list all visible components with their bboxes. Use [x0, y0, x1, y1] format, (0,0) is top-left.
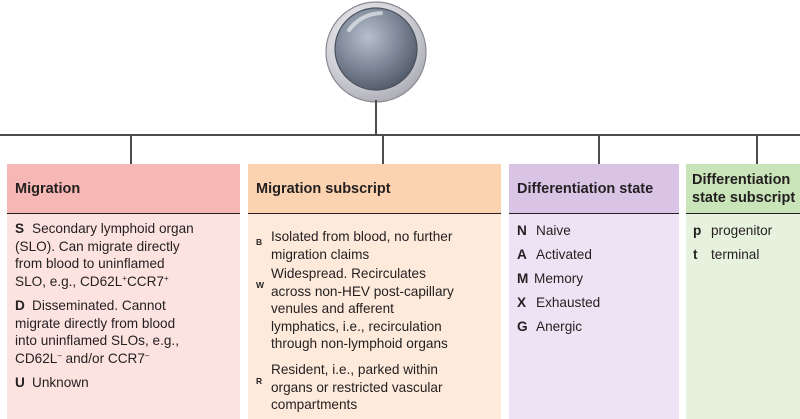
item-description: Widespread. Recirculates across non-HEV … — [271, 265, 499, 353]
panel-differentiation-state: Differentiation state N Naive A Activate… — [509, 164, 679, 419]
list-item-w: W Widespread. Recirculates across non-HE… — [256, 265, 496, 355]
item-code: M — [517, 271, 529, 286]
list-item-s: S Secondary lymphoid organ (SLO). Can mi… — [15, 220, 240, 292]
item-line: Unknown — [32, 375, 89, 390]
item-line: Widespread. Recirculates — [271, 266, 426, 281]
item-line: from blood to uninflamed — [15, 256, 165, 271]
item-label: Activated — [536, 247, 592, 262]
item-line-markers: SLO, e.g., CD62L+CCR7+ — [15, 273, 240, 291]
horizontal-connector — [0, 134, 800, 136]
item-line-text: CCR7 — [126, 273, 164, 289]
item-code: G — [517, 319, 528, 334]
item-line: migration claims — [271, 246, 370, 262]
item-line: compartments — [271, 397, 358, 412]
item-line: Disseminated. Cannot — [32, 298, 166, 313]
cell-stem-line — [375, 100, 377, 135]
item-description: Secondary lymphoid organ — [32, 220, 194, 238]
panel-body: S Secondary lymphoid organ (SLO). Can mi… — [7, 214, 240, 419]
item-line: through non-lymphoid organs — [271, 336, 448, 351]
cell-icon — [325, 1, 427, 103]
drop-line-migration — [130, 134, 132, 164]
item-label: Exhausted — [536, 295, 601, 310]
marker-sup: + — [122, 273, 127, 283]
panel-title: Migration subscript — [256, 180, 391, 197]
item-line: migrate directly from blood — [15, 315, 176, 331]
item-line: Resident, i.e., parked within — [271, 362, 438, 377]
marker-sup: + — [163, 273, 169, 283]
panel-migration-subscript: Migration subscript B Isolated from bloo… — [248, 164, 501, 419]
panel-body: B Isolated from blood, no further migrat… — [248, 214, 501, 419]
panel-differentiation-subscript: Differentiation state subscript p progen… — [686, 164, 800, 419]
item-description-cont: (SLO). Can migrate directly from blood t… — [15, 238, 240, 291]
item-description: Resident, i.e., parked within organs or … — [271, 361, 499, 414]
item-code: t — [693, 247, 698, 262]
item-line-text: CD62L — [15, 350, 58, 366]
panel-header: Migration — [7, 164, 240, 214]
panel-body: p progenitor t terminal — [686, 214, 800, 419]
item-code: D — [15, 298, 25, 313]
marker-sup: – — [57, 350, 62, 360]
panel-title-line1: Differentiation — [692, 171, 791, 188]
panel-title: Differentiation state — [517, 180, 654, 197]
item-line: into uninflamed SLOs, e.g., — [15, 333, 179, 348]
item-label: progenitor — [711, 223, 773, 238]
item-label: terminal — [711, 247, 760, 262]
panel-header: Differentiation state — [509, 164, 679, 214]
list-item-r: R Resident, i.e., parked within organs o… — [256, 361, 496, 415]
drop-line-differentiation — [598, 134, 600, 164]
item-code: W — [256, 280, 265, 290]
item-line: Isolated from blood, no further — [271, 229, 453, 244]
item-code: X — [517, 295, 527, 310]
item-code: U — [15, 375, 25, 390]
item-line-text: SLO, e.g., CD62L — [15, 273, 123, 289]
item-line-text: and/or CCR7 — [61, 350, 145, 366]
item-line: Secondary lymphoid organ — [32, 221, 194, 236]
item-description-cont: migrate directly from blood into uninfla… — [15, 315, 240, 368]
item-code: p — [693, 223, 702, 238]
item-description: Disseminated. Cannot — [32, 297, 166, 315]
item-line: organs or restricted vascular — [271, 379, 443, 395]
item-description: Isolated from blood, no further migratio… — [271, 228, 499, 263]
marker-sup: – — [144, 350, 150, 360]
panel-body: N Naive A Activated M Memory X Exhausted… — [509, 214, 679, 419]
item-line-markers: CD62L– and/or CCR7– — [15, 350, 240, 368]
item-code: B — [256, 237, 263, 247]
item-code: A — [517, 247, 527, 262]
item-line: across non-HEV post-capillary — [271, 283, 454, 299]
item-label: Anergic — [536, 319, 583, 334]
item-code: R — [256, 376, 263, 386]
list-item-b: B Isolated from blood, no further migrat… — [256, 228, 496, 264]
item-code: N — [517, 223, 527, 238]
item-label: Memory — [534, 271, 584, 286]
item-line: (SLO). Can migrate directly — [15, 238, 180, 254]
panel-header: Migration subscript — [248, 164, 501, 214]
panel-header: Differentiation state subscript — [686, 164, 800, 214]
panel-title: Migration — [15, 180, 81, 197]
drop-line-differentiation-subscript — [756, 134, 758, 164]
item-line: lymphatics, i.e., recirculation — [271, 318, 442, 334]
cell-nucleus — [334, 7, 418, 91]
item-code: S — [15, 221, 25, 236]
list-item-d: D Disseminated. Cannot migrate directly … — [15, 297, 240, 369]
item-line: venules and afferent — [271, 301, 394, 316]
t-cell-illustration — [323, 0, 429, 106]
drop-line-migration-subscript — [382, 134, 384, 164]
item-label: Naive — [536, 223, 571, 238]
panel-migration: Migration S Secondary lymphoid organ (SL… — [7, 164, 240, 419]
panel-title-line2: state subscript — [692, 189, 796, 206]
